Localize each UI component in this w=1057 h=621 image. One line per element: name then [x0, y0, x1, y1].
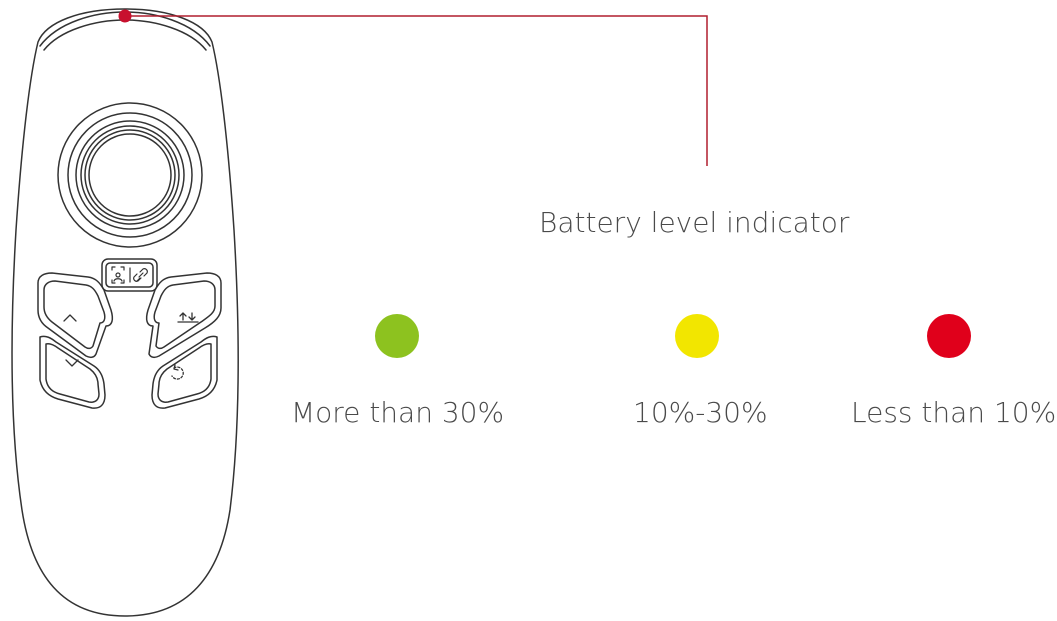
level-high-label: More than 30% — [291, 396, 505, 429]
remote-body-outline — [11, 8, 239, 617]
link-icon — [133, 268, 148, 282]
battery-indicator-title: Battery level indicator — [539, 206, 850, 239]
level-medium-label: 10%-30% — [633, 396, 768, 429]
level-low-label: Less than 10% — [851, 396, 1057, 429]
screenshot-icon — [111, 266, 125, 284]
touchpad[interactable] — [57, 102, 203, 248]
leader-line — [125, 15, 708, 166]
chevron-down-icon — [65, 359, 79, 367]
level-medium-dot — [675, 314, 719, 358]
level-high-dot — [375, 314, 419, 358]
up-button[interactable] — [37, 272, 114, 359]
level-low-dot — [927, 314, 971, 358]
battery-indicator-light — [118, 9, 132, 23]
chevron-up-icon — [63, 314, 77, 322]
back-button[interactable] — [151, 335, 218, 409]
swap-arrows-icon — [177, 312, 199, 323]
down-button[interactable] — [39, 335, 106, 409]
capture-link-button[interactable] — [101, 258, 158, 292]
switch-button[interactable] — [145, 272, 222, 359]
return-icon — [171, 364, 184, 380]
